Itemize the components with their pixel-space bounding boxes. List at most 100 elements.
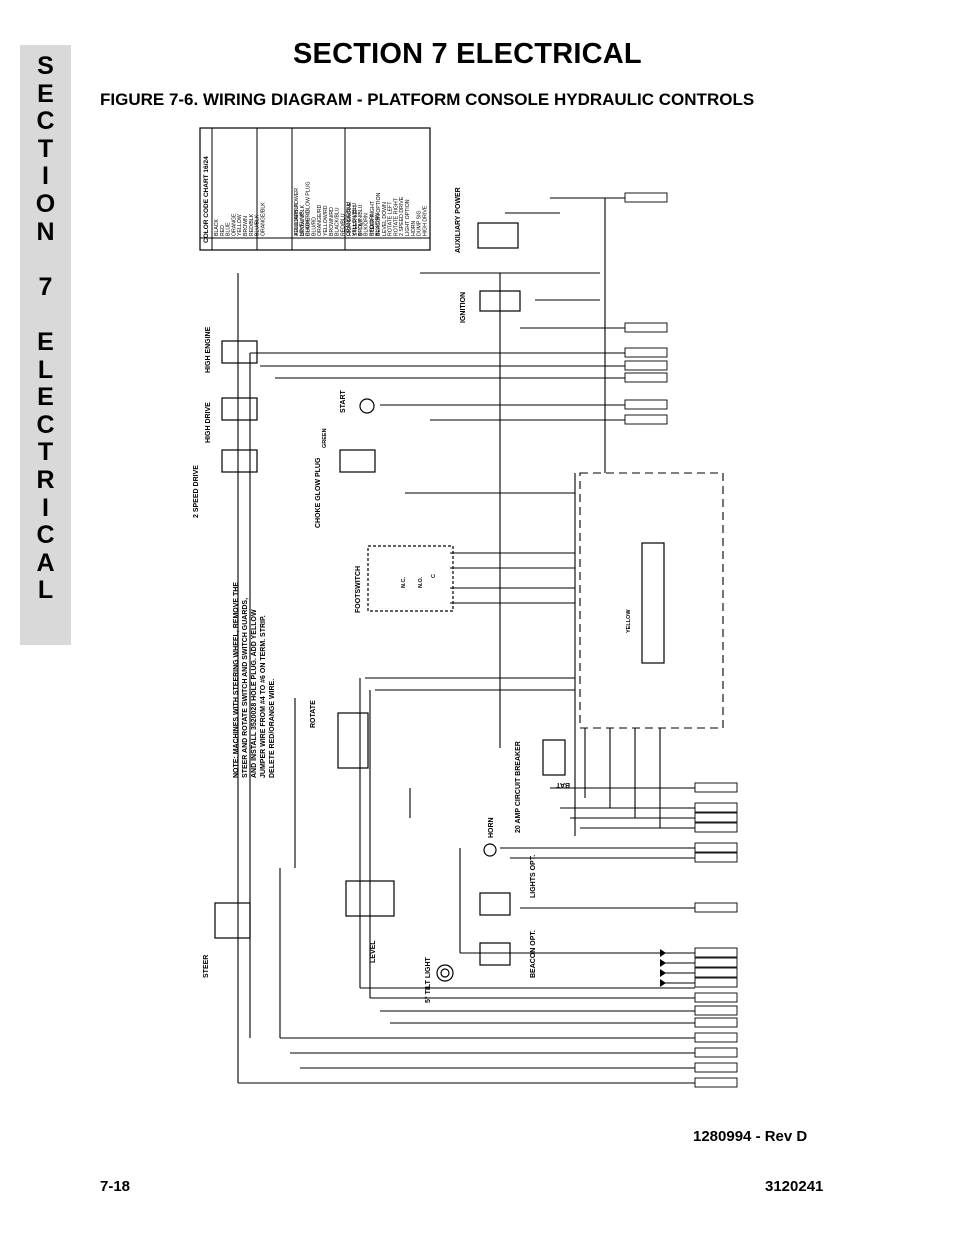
side-tab-letter: L [37,355,54,384]
label-choke-glow-plug: CHOKE GLOW PLUG [315,457,322,528]
label-tilt-light: 5° TILT LIGHT [424,956,432,1003]
label-nc: N.C. [401,577,407,588]
label-steer: STEER [203,955,210,978]
side-tab-letter: R [36,465,55,494]
label-no: N.O. [418,576,424,588]
color-chart-entry: HIGH ENGINE [347,201,353,236]
note-line: AND INSTALL 3520028 HOLE PLUG. ADD YELLO… [251,609,258,778]
side-tab-letter: L [37,576,54,605]
color-chart-entry: STEER RIGHT [370,200,376,236]
label-green: GREEN [322,428,328,448]
color-chart-entry: BLU/RD [311,217,317,236]
color-chart-entry: STEER LEFT [353,204,359,236]
color-chart-entry: YELLOW/BLK [294,203,300,236]
note-line: DELETE RED/ORANGE WIRE. [269,679,276,778]
wiring-note: NOTE: MACHINES WITH STEERING WHEEL, REMO… [233,582,276,778]
label-footswitch: FOOTSWITCH [355,566,362,613]
color-chart-entry: ROTATE LEFT [388,201,394,236]
side-tab-letter: I [42,162,49,191]
label-rotate: ROTATE [310,700,317,728]
color-chart-entry: CHOKE - GLOW PLUG [305,182,311,236]
label-ignition: IGNITION [460,292,467,323]
wires [237,197,724,1084]
color-chart-entry: RED/BLU [340,213,346,236]
color-chart-entry: YELLOW/RD [323,205,329,236]
side-tab-letter: O [35,189,56,218]
note-line: STEER AND ROTATE SWITCH AND SWITCH GUARD… [242,598,249,778]
color-chart-entry: ORANGE/BLK [260,202,266,236]
color-chart-entry: LEVEL UP [300,211,306,236]
note-line: JUMPER WIRE FROM #4 TO #6 ON TERM. STRIP… [260,615,267,778]
wire-tags [624,192,738,1088]
label-two-speed-drive: 2 SPEED DRIVE [193,465,200,518]
color-chart-entry: BLACK [214,218,220,236]
side-tab-letter: E [37,383,54,412]
side-tab-letter: C [36,521,55,550]
color-chart-entry: RED/BLK [249,213,255,236]
color-chart-entry: YELLOW/BLU [352,203,358,236]
label-beacon-opt: BEACON OPT. [530,930,537,978]
color-chart-entry: BROWN/BLK [300,204,306,236]
color-chart-entry: LEVEL DOWN [382,202,388,236]
side-tab-letter: T [37,438,54,467]
figure-title: FIGURE 7-6. WIRING DIAGRAM - PLATFORM CO… [100,90,755,109]
side-tab-letter: T [37,134,54,163]
side-tab-letter: N [36,217,55,246]
color-chart-entry: BLUE [226,222,232,236]
color-chart-entry: RED [220,225,226,236]
side-tab-letter: E [37,327,54,356]
color-chart-entry: ROTATE RIGHT [393,197,399,236]
components [214,222,665,982]
color-chart-entry: BLU/ORN [375,213,381,236]
color-chart-entry: DUMP SIG [417,210,423,236]
color-chart-entry: BLK/ORN [364,213,370,236]
label-auxiliary-power: AUXILIARY POWER [455,187,462,253]
color-chart-entry: 5° TILT [359,219,365,236]
color-chart-entry: ORANGE/RD [317,204,323,236]
label-start: START [340,389,347,413]
color-chart-entry: BLU/BLK [255,214,261,236]
label-level: LEVEL [370,940,377,963]
color-chart-entry: ORANGE/BLU [346,202,352,236]
color-chart-entry: BEACON OPTION [376,193,382,236]
document-number: 3120241 [765,1178,824,1195]
arrowheads [660,949,666,987]
side-tab-letter: C [36,410,55,439]
side-tab-letter: 7 [38,272,53,301]
color-chart-entry: 2 SPEED DRIVE [399,196,405,236]
label-yellow: YELLOW [626,609,632,633]
note-line: NOTE: MACHINES WITH STEERING WHEEL, REMO… [233,582,240,778]
color-chart-entry: AUXILIARY POWER [294,188,300,236]
color-chart-entry: BLACK/RD [306,210,312,236]
color-chart-entry: HIGH DRIVE [422,205,428,236]
label-high-engine: HIGH ENGINE [205,326,212,373]
color-chart-entry: YELLOW [237,214,243,236]
side-tab-letter: A [36,548,55,577]
label-circuit-breaker: 20 AMP CIRCUIT BREAKER [515,741,522,833]
label-high-drive: HIGH DRIVE [205,402,212,443]
color-code-chart [199,127,431,251]
color-chart-entry: BROWN [243,216,249,236]
page-number: 7-18 [100,1178,131,1195]
wiring-diagram: COLOR CODE CHART 16/24 BLACKREDBLUEORANG… [193,127,738,1088]
color-chart-entry: BLACK/BLU [335,207,341,236]
color-chart-entry: ORANGE [231,213,237,236]
color-chart-entry: HORN [411,220,417,236]
color-chart-entry: BROWN/RD [329,207,335,236]
label-lights-opt: LIGHTS OPT. [530,855,537,898]
side-tab-letter: S [37,52,54,80]
color-chart-title: COLOR CODE CHART 16/24 [203,156,210,243]
side-tab-letter: I [42,493,49,522]
color-chart-entry: BROWN/BLU [358,204,364,236]
color-chart-entry: RED/ORN [369,212,375,236]
revision-label: 1280994 - Rev D [693,1128,808,1145]
side-tab-letter: C [36,107,55,136]
label-c: C [431,574,437,578]
color-chart-entry: LIGHT OPTION [405,199,411,236]
side-tab-letter: E [37,79,54,108]
label-bat: BAT [555,781,570,788]
label-horn: HORN [488,817,495,838]
section-title: SECTION 7 ELECTRICAL [293,38,642,70]
